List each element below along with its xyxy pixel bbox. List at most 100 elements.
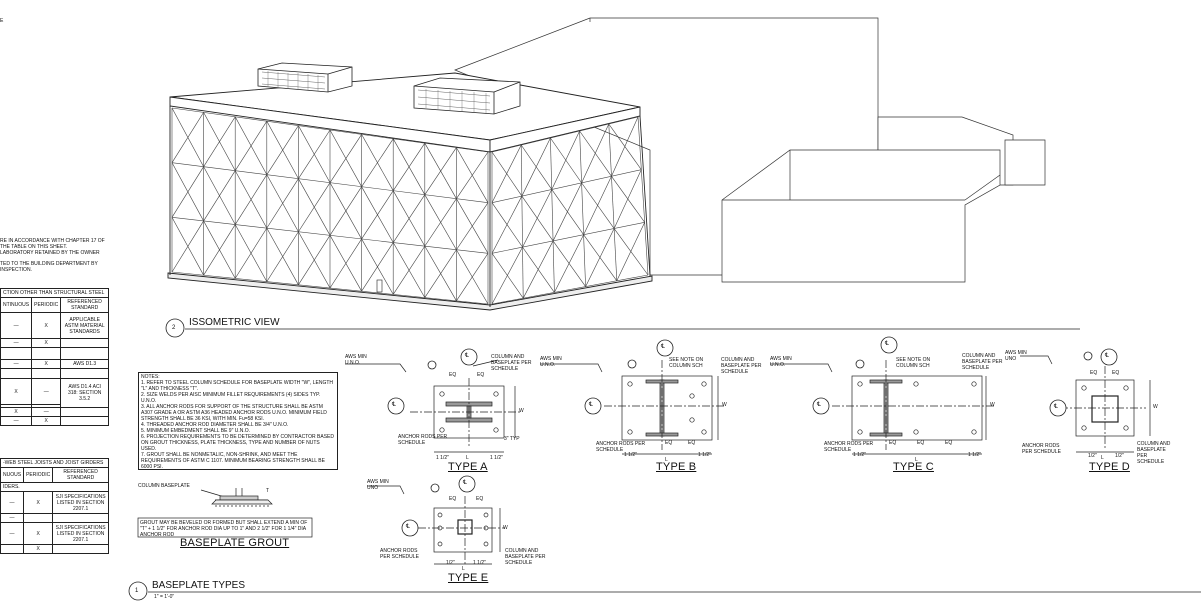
cl-symbol: ℄ (589, 402, 593, 408)
eq-label: EQ (449, 496, 457, 502)
table-cell: — (0, 491, 25, 514)
table-cell (0, 347, 33, 360)
table-cell (60, 338, 109, 348)
table-header: PERIODIC (31, 297, 62, 313)
w-dim-label: W (503, 525, 508, 531)
centerline-markers (387, 336, 1118, 537)
type-c-plate (770, 360, 995, 455)
cl-symbol: ℄ (1054, 404, 1058, 410)
anchor-rods-label: ANCHOR RODS PER SCHEDULE (596, 441, 646, 453)
w-dim-label: W (990, 402, 995, 408)
table-header: NTINUOUS (0, 297, 33, 313)
isometric-callout-circle (165, 318, 185, 338)
column-baseplate-label: COLUMN AND BASEPLATE PER SCHEDULE (962, 353, 1003, 371)
table-cell (0, 368, 33, 379)
l-dim-label: L (462, 566, 465, 572)
table-cell: — (0, 338, 33, 348)
table-cell: X (31, 312, 62, 339)
table-cell: AWS D1.3 (60, 359, 109, 369)
rooftop-unit-1 (257, 62, 353, 93)
note-item: 2. SIZE WELDS PER AISC MINIMUM FILLET RE… (141, 392, 321, 404)
table-cell (23, 513, 54, 523)
inspection-table-2: -WEB STEEL JOISTS AND JOIST GIRDERS NUOU… (0, 458, 109, 554)
eq-label: EQ (665, 440, 673, 446)
inspection-note-line: THE TABLE ON THIS SHEET. (0, 244, 68, 250)
table-subtitle: IDERS. (0, 482, 109, 492)
table-cell: X (31, 338, 62, 348)
table-cell: SJI SPECIFICATIONS LISTED IN SECTION 220… (52, 522, 109, 545)
l-dim-label: L (915, 457, 918, 463)
table-header: REFERENCED STANDARD (60, 297, 109, 313)
baseplate-notes: NOTES: 1. REFER TO STEEL COLUMN SCHEDULE… (138, 372, 338, 470)
aws-min-label: AWS MIN UNO (367, 479, 389, 491)
adjacent-building-massing (454, 17, 1046, 283)
aws-min-label: AWS MIN U.N.O. (540, 356, 562, 368)
one-half-label: 1 1/2" (698, 452, 711, 458)
eq-label: EQ (477, 372, 485, 378)
l-dim-label: L (466, 455, 469, 461)
table-header: NUOUS (0, 467, 25, 483)
w-dim-label: W (519, 408, 524, 414)
cl-symbol: ℄ (817, 402, 821, 408)
type-b-plate (540, 360, 725, 455)
cl-symbol: ℄ (661, 344, 665, 350)
inspection-note-line: TED TO THE BUILDING DEPARTMENT BY (0, 261, 98, 267)
cl-symbol: ℄ (1105, 353, 1109, 359)
type-e-plate (367, 485, 505, 566)
isometric-callout-number: 2 (172, 325, 176, 331)
note-item: 4. THREADED ANCHOR ROD DIAMETER SHALL BE… (141, 422, 289, 428)
column-baseplate-label: COLUMN AND BASEPLATE PER SCHEDULE (491, 354, 532, 372)
grout-detail (200, 488, 273, 507)
rooftop-unit-2 (413, 77, 521, 115)
table-cell: — (0, 312, 33, 339)
anchor-rods-label: ANCHOR RODS PER SCHEDULE (380, 548, 419, 560)
table-title: -WEB STEEL JOISTS AND JOIST GIRDERS (0, 458, 109, 468)
baseplate-callout-number: 1 (135, 588, 139, 594)
cl-symbol: ℄ (463, 480, 467, 486)
table-cell: — (0, 359, 33, 369)
table-cell: — (0, 416, 33, 426)
cl-symbol: ℄ (885, 341, 889, 347)
baseplate-types-title: BASEPLATE TYPES (152, 580, 246, 591)
type-e-title: TYPE E (448, 572, 489, 584)
table-cell (31, 347, 62, 360)
eq-label: EQ (917, 440, 925, 446)
three-typ-label: 3" TYP (504, 436, 520, 442)
grout-note-box (137, 517, 313, 538)
half-label: 1/2" (1115, 453, 1124, 459)
table-cell: X (0, 378, 33, 405)
table-cell: — (0, 522, 25, 545)
front-face-frame (171, 107, 489, 305)
baseplate-callout-circle (128, 581, 148, 601)
inspection-table-1: CTION OTHER THAN STRUCTURAL STEEL NTINUO… (0, 288, 109, 426)
note-item: 7. GROUT SHALL BE NONMETALIC, NON-SHRINK… (141, 452, 325, 470)
table-cell (60, 347, 109, 360)
baseplate-grout-title: BASEPLATE GROUT (180, 537, 290, 549)
type-d-title: TYPE D (1089, 461, 1130, 473)
eq-label: EQ (476, 496, 484, 502)
table-cell: — (31, 378, 62, 405)
see-note-label: SEE NOTE ON COLUMN SCH (669, 357, 704, 369)
table-cell: — (0, 513, 25, 523)
l-dim-label: L (1101, 455, 1104, 461)
half-label: 1/2" (1088, 453, 1097, 459)
grout-t-label: T (266, 488, 270, 494)
table-cell: — (31, 407, 62, 417)
table-cell: X (23, 522, 54, 545)
eq-label: EQ (945, 440, 953, 446)
eq-label: EQ (1090, 370, 1098, 376)
one-half-label: 1 1/2" (473, 560, 486, 566)
column-baseplate-label: COLUMN AND BASEPLATE PER SCHEDULE (721, 357, 762, 375)
grout-column-baseplate-label: COLUMN BASEPLATE (138, 483, 190, 489)
w-dim-label: W (1153, 404, 1158, 410)
table-cell: X (31, 416, 62, 426)
corner-text: E (0, 18, 4, 24)
type-a-title: TYPE A (448, 461, 488, 473)
table-cell: X (23, 491, 54, 514)
table-cell: X (23, 544, 54, 554)
main-building (167, 72, 653, 311)
inspection-note-line: RE IN ACCORDANCE WITH CHAPTER 17 OF (0, 238, 105, 244)
isometric-view-title: ISSOMETRIC VIEW (189, 317, 280, 328)
eq-label: EQ (449, 372, 457, 378)
eq-label: EQ (889, 440, 897, 446)
